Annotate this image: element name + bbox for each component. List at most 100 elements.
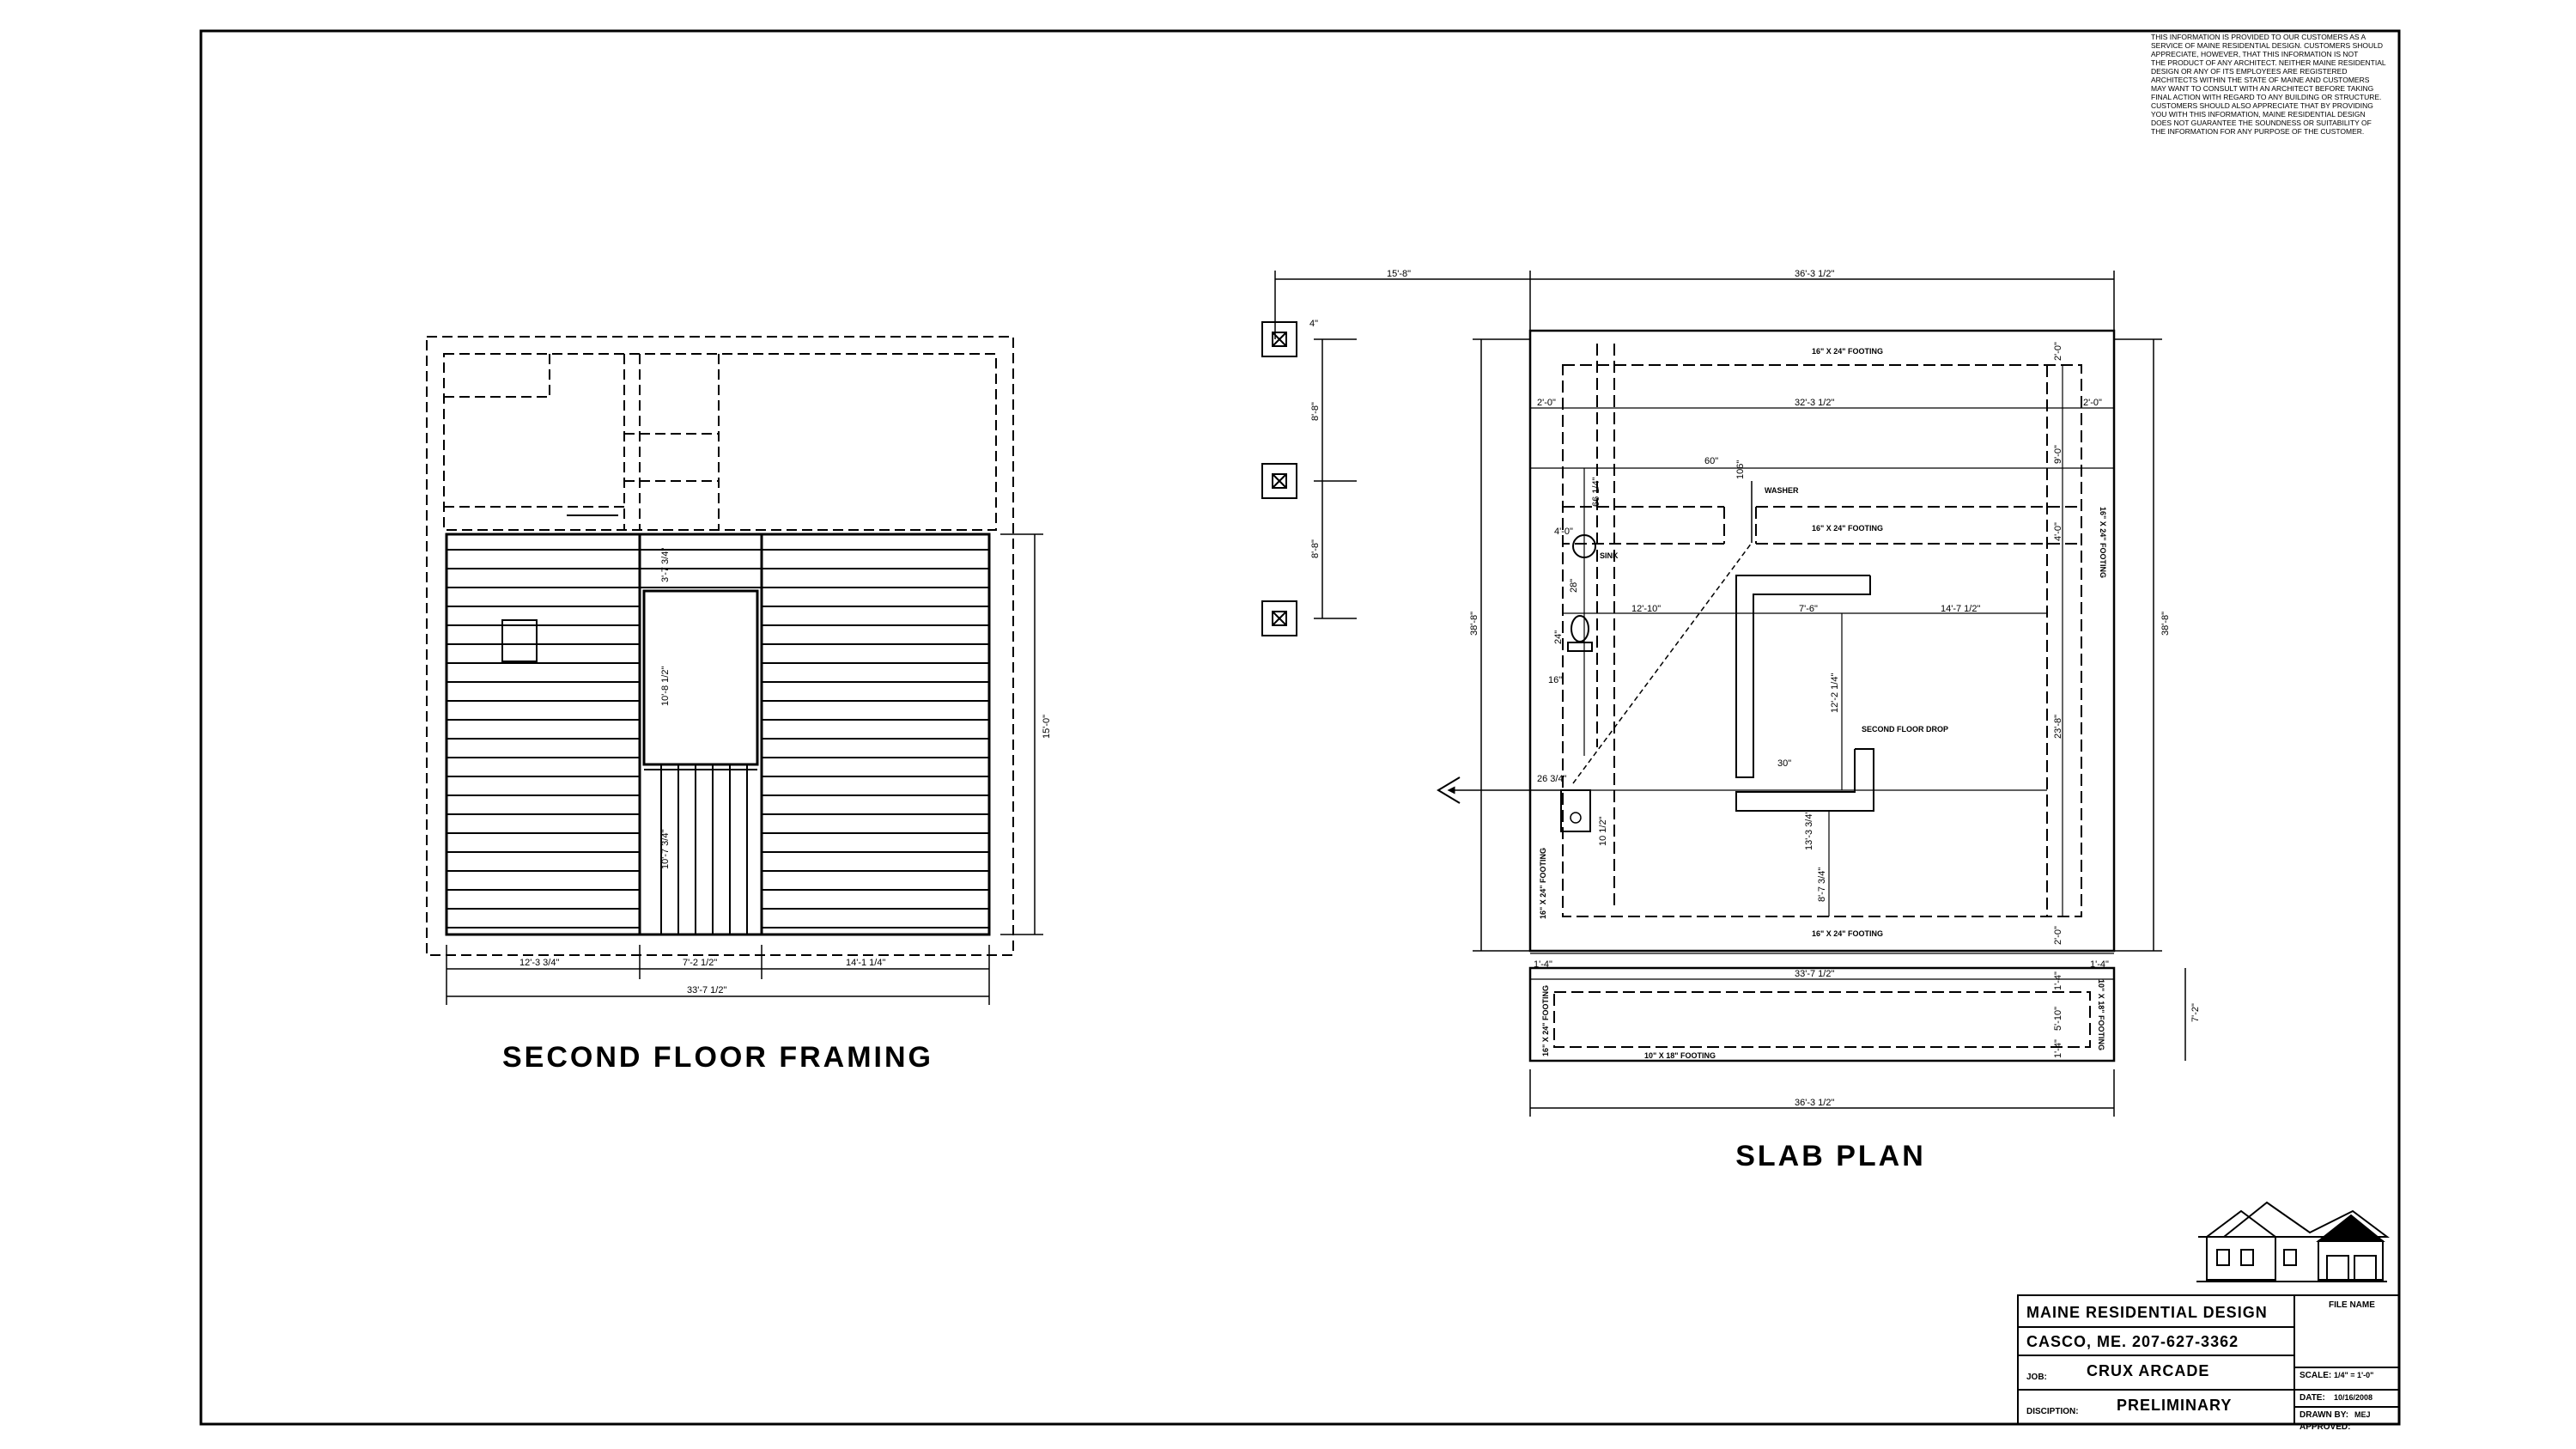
pier-footing-icon <box>1261 463 1297 499</box>
dim-height: 15'-0" <box>1042 715 1052 739</box>
slab-outline <box>1528 329 2116 953</box>
dim-thirteen-three: 13'-3 3/4" <box>1804 811 1814 850</box>
dim-drop-w: 30" <box>1777 758 1791 769</box>
dim-one-four-a: 1'-4" <box>1534 959 1552 970</box>
date-label: DATE: <box>2300 1393 2325 1403</box>
dashed-wall-outline <box>426 336 1014 956</box>
disclaimer-line: SERVICE OF MAINE RESIDENTIAL DESIGN. CUS… <box>2151 41 2383 50</box>
dim-top-offset: 15'-8" <box>1387 269 1411 279</box>
dim-twenty-three: 23'-8" <box>2053 715 2063 739</box>
house-logo-icon <box>2196 1201 2390 1282</box>
disclaimer-line: THE PRODUCT OF ANY ARCHITECT. NEITHER MA… <box>2151 58 2386 67</box>
stair-opening <box>642 589 759 766</box>
pier-footing-icon <box>1261 321 1297 357</box>
dim-inner-width: 32'-3 1/2" <box>1795 398 1834 408</box>
drawn-by-value: MEJ <box>2354 1410 2371 1419</box>
dim-right-height: 38'-8" <box>2160 612 2171 636</box>
disclaimer-block: THIS INFORMATION IS PROVIDED TO OUR CUST… <box>2151 33 2386 136</box>
note-sink: SINK <box>1600 551 1619 560</box>
dim-five-ten: 5'-10" <box>2053 1007 2063 1031</box>
dim-left-height: 38'-8" <box>1469 612 1479 636</box>
dim-four-in: 4'-0" <box>2053 522 2063 541</box>
dim-toilet-a: 24" <box>1553 630 1564 644</box>
scale-label: SCALE: <box>2300 1371 2331 1380</box>
second-floor-framing-plan <box>426 336 1043 1005</box>
dim-one-four-c: 1'-4" <box>2053 971 2063 990</box>
dim-one-four-b: 1'-4" <box>2090 959 2109 970</box>
job-name: CRUX ARCADE <box>2087 1362 2209 1379</box>
dim-washer-h: 106" <box>1735 460 1746 479</box>
disclaimer-line: MAY WANT TO CONSULT WITH AN ARCHITECT BE… <box>2151 84 2373 93</box>
dim-two-ft-b: 2'-0" <box>2083 398 2102 408</box>
dim-nine-ft: 9'-0" <box>2053 445 2063 464</box>
toilet-icon <box>1571 615 1589 642</box>
dim-bottom-width: 36'-3 1/2" <box>1795 1098 1834 1108</box>
dim-total-width: 33'-7 1/2" <box>687 985 726 995</box>
slab-plan <box>1261 271 2186 1117</box>
dim-drain-a: 26 3/4" <box>1537 774 1567 784</box>
lower-slab <box>1528 966 2116 1062</box>
footing-dashed-lines <box>1562 344 2082 917</box>
company-name: MAINE RESIDENTIAL DESIGN <box>2026 1304 2268 1321</box>
dim-top-width: 36'-3 1/2" <box>1795 269 1834 279</box>
dim-twelve-two: 12'-2 1/4" <box>1830 673 1840 713</box>
disclaimer-line: DESIGN OR ANY OF ITS EMPLOYEES ARE REGIS… <box>2151 67 2347 76</box>
dim-seven-two: 7'-2" <box>2190 1003 2201 1022</box>
note-footing-lower-right: 10" X 18" FOOTING <box>2097 979 2105 1050</box>
file-name-label: FILE NAME <box>2329 1300 2375 1310</box>
note-footing-top: 16" X 24" FOOTING <box>1812 347 1883 356</box>
dim-seven-six: 7'-6" <box>1799 604 1818 614</box>
dim-pier-top: 4" <box>1309 319 1318 329</box>
disclaimer-line: THE INFORMATION FOR ANY PURPOSE OF THE C… <box>2151 127 2364 136</box>
disclaimer-line: DOES NOT GUARANTEE THE SOUNDNESS OR SUIT… <box>2151 119 2372 127</box>
dim-two-ft-d: 2'-0" <box>2053 926 2063 945</box>
drain-icon <box>1560 789 1591 832</box>
disclaimer-line: APPRECIATE, HOWEVER, THAT THIS INFORMATI… <box>2151 50 2358 58</box>
description-value: PRELIMINARY <box>2117 1397 2232 1414</box>
note-footing-bottom: 16" X 24" FOOTING <box>1812 929 1883 938</box>
dim-two-ft-c: 2'-0" <box>2053 342 2063 361</box>
note-footing-mid: 16" X 24" FOOTING <box>1812 524 1883 533</box>
drawn-by-label: DRAWN BY: <box>2300 1410 2348 1420</box>
dim-opening-upper: 10'-8 1/2" <box>660 667 671 706</box>
dim-fourteen-ft: 14'-7 1/2" <box>1941 604 1980 614</box>
disclaimer-line: FINAL ACTION WITH REGARD TO ANY BUILDING… <box>2151 93 2381 101</box>
dim-pier-spacing-1: 8'-8" <box>1310 402 1321 421</box>
dim-pier-spacing-2: 8'-8" <box>1310 539 1321 558</box>
floor-joists <box>447 549 989 935</box>
note-drop: SECOND FLOOR DROP <box>1862 725 1948 734</box>
framing-outline <box>445 533 991 936</box>
scale-value: 1/4" = 1'-0" <box>2334 1371 2373 1379</box>
framing-title: SECOND FLOOR FRAMING <box>502 1041 933 1074</box>
dim-four-ft: 4'-0" <box>1554 527 1573 537</box>
sheet-border <box>199 29 2401 1426</box>
dim-left-width: 12'-3 3/4" <box>519 958 559 968</box>
sink-icon <box>1572 534 1596 558</box>
company-address: CASCO, ME. 207-627-3362 <box>2026 1333 2239 1350</box>
approved-label: APPROVED: <box>2300 1422 2350 1432</box>
disclaimer-line: THIS INFORMATION IS PROVIDED TO OUR CUST… <box>2151 33 2366 41</box>
disclaimer-line: YOU WITH THIS INFORMATION, MAINE RESIDEN… <box>2151 110 2366 119</box>
dim-toilet-b: 16" <box>1548 675 1562 685</box>
dim-sink-b: 28" <box>1569 579 1579 593</box>
dim-one-four-d: 1'-4" <box>2053 1039 2063 1058</box>
job-label: JOB: <box>2026 1373 2047 1382</box>
dim-mid-width: 7'-2 1/2" <box>683 958 717 968</box>
dim-two-ft-a: 2'-0" <box>1537 398 1556 408</box>
dim-sink-a: 66 1/4" <box>1591 477 1601 507</box>
note-footing-lower-bottom: 10" X 18" FOOTING <box>1644 1051 1716 1060</box>
note-footing-left: 16" X 24" FOOTING <box>1539 848 1547 919</box>
dim-lower-width: 33'-7 1/2" <box>1795 969 1834 979</box>
interior-footing <box>1735 575 1874 812</box>
dim-twelve-ft: 12'-10" <box>1631 604 1661 614</box>
dim-eight-seven: 8'-7 3/4" <box>1817 868 1827 902</box>
title-block <box>2017 1294 2400 1425</box>
note-washer: WASHER <box>1765 486 1799 495</box>
note-footing-right: 16" X 24" FOOTING <box>2099 507 2107 578</box>
description-label: DISCIPTION: <box>2026 1407 2079 1416</box>
note-footing-lower-left: 16" X 24" FOOTING <box>1541 985 1550 1056</box>
dim-drain-b: 10 1/2" <box>1598 816 1608 846</box>
pier-footing-icon <box>1261 600 1297 636</box>
dim-right-width: 14'-1 1/4" <box>846 958 885 968</box>
